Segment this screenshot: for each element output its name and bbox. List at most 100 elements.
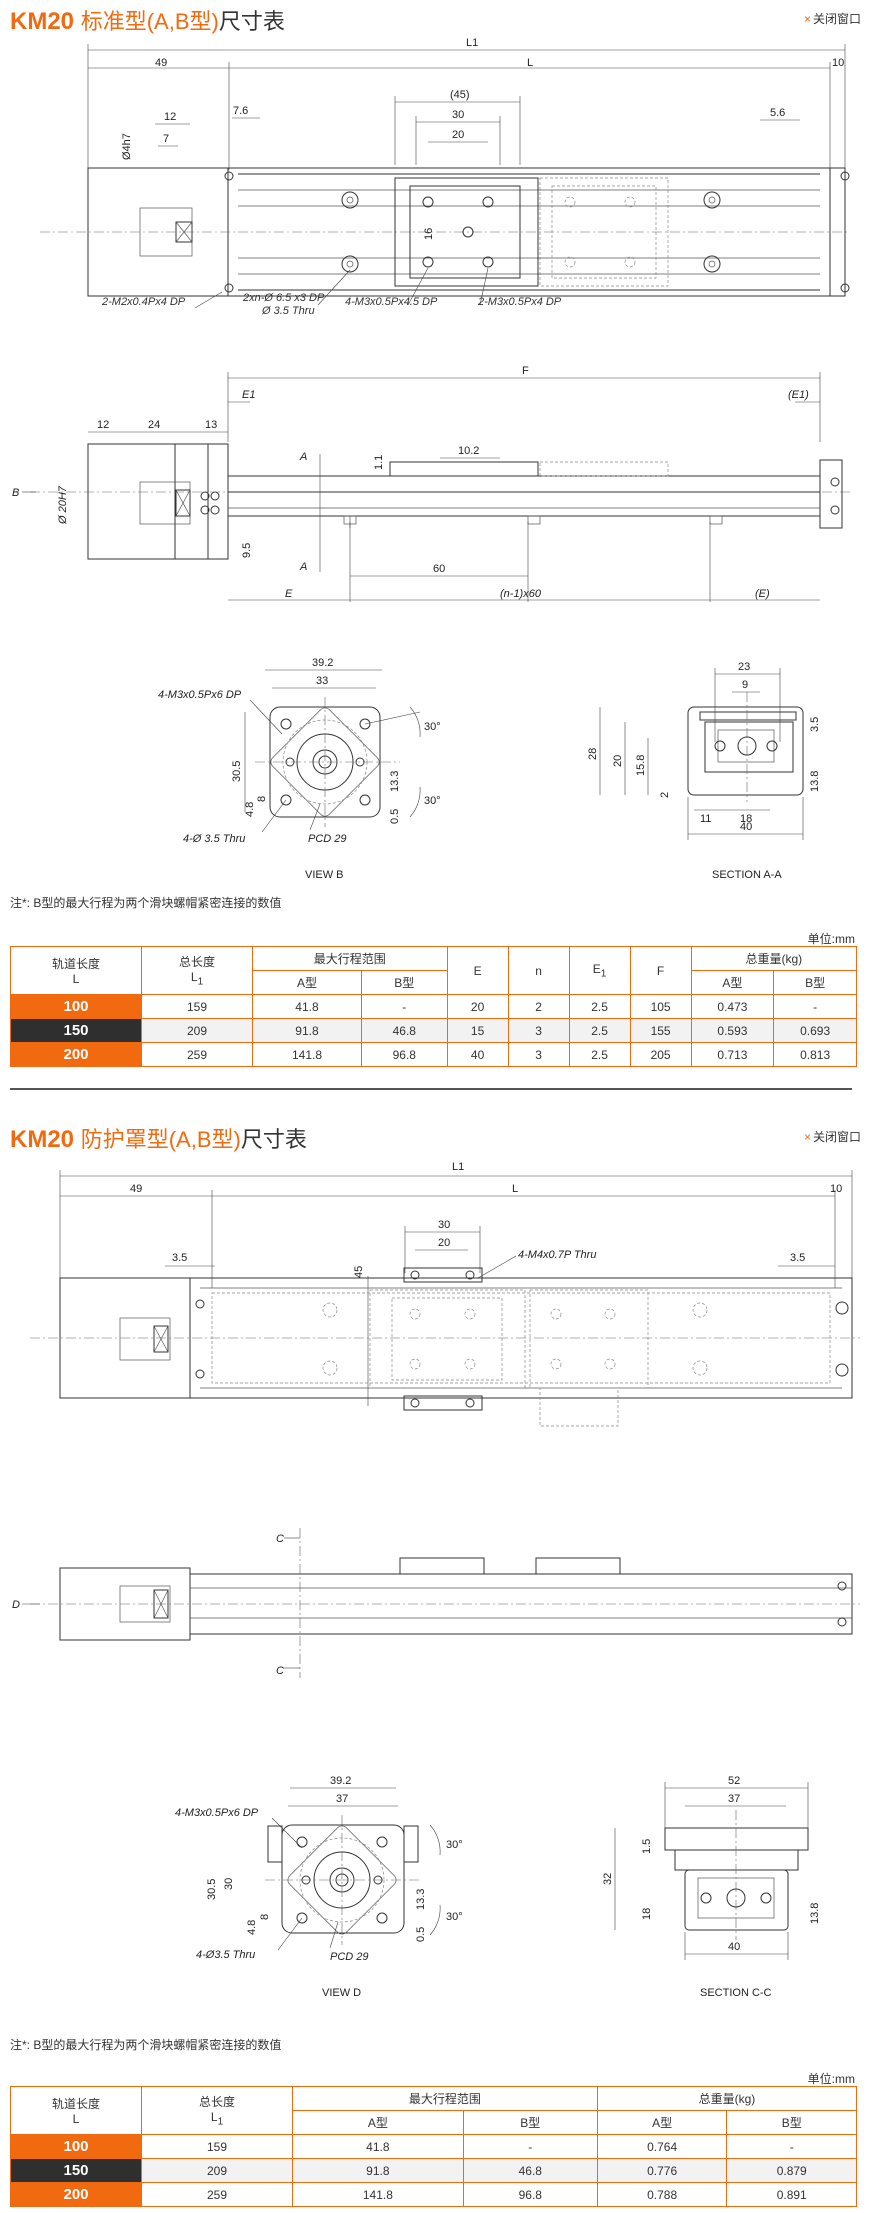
table-cell: 91.8 [252, 1018, 362, 1043]
table-cell: 0.593 [690, 1018, 775, 1043]
th-stroke-b: B型 [360, 970, 448, 995]
table-cell: 总长度 [198, 2095, 235, 2110]
dim-0-5-d: 0.5 [415, 1927, 427, 1942]
dim-18-cc: 18 [641, 1908, 653, 1920]
dim-1-5: 1.5 [641, 1839, 653, 1854]
view-d-drawing: 39.2 37 4-M3x0.5Px6 DP 30.5 30 4.8 8 13.… [175, 1775, 821, 1999]
caption-section-cc: SECTION C-C [700, 1987, 772, 1999]
note-thru: Ø 3.5 Thru [262, 305, 315, 317]
th-stroke-b: B型 [462, 2110, 598, 2135]
dim-30-5: 30.5 [231, 761, 243, 782]
dim-10: 10 [830, 1183, 842, 1195]
cover-side-view-drawing: C C D [12, 1528, 860, 1678]
dim-L: L [527, 57, 533, 69]
note-4m3-b: 4-M3x0.5Px6 DP [158, 689, 242, 701]
table-cell: 209 [141, 1018, 253, 1043]
dim-E1: E1 [242, 389, 255, 401]
dim-39-2-d: 39.2 [330, 1775, 351, 1787]
dim-D: D [12, 1599, 20, 1611]
table-row: 150 209 91.8 46.8 15 3 2.5 155 0.593 0.6… [10, 1018, 857, 1043]
dim-9: 9 [742, 679, 748, 691]
dim-23: 23 [738, 661, 750, 673]
note-2xn: 2xn-Ø 6.5 x3 DP [243, 292, 325, 304]
dim-n60: (n-1)x60 [500, 588, 542, 600]
table-cell: 41.8 [252, 994, 362, 1019]
dim-30deg-b-d: 30° [446, 1911, 463, 1923]
dim-20-aa: 20 [612, 755, 624, 767]
dim-33: 33 [316, 675, 328, 687]
table-cell: 259 [141, 2182, 293, 2207]
dim-15-8: 15.8 [635, 755, 647, 776]
footnote: 注*: B型的最大行程为两个滑块螺帽紧密连接的数值 [10, 2038, 282, 2052]
section-divider [10, 1088, 852, 1090]
table-cell: 总长度 [178, 955, 215, 970]
table-cell: 2.5 [568, 1018, 631, 1043]
dim-30-5-d: 30.5 [206, 1879, 218, 1900]
table-row: 200 259 141.8 96.8 0.788 0.891 [10, 2182, 857, 2207]
note-pcd-d: PCD 29 [330, 1951, 369, 1963]
dim-40-cc: 40 [728, 1941, 740, 1953]
table-cell: 100 [10, 2134, 142, 2159]
th-weight-b: B型 [773, 970, 857, 995]
th-e1: E1 [568, 946, 631, 995]
section-cover: KM20 防护罩型(A,B型)尺寸表 ×关闭窗口 L1 49 L 10 30 2… [0, 1118, 871, 2213]
dim-5-6: 5.6 [770, 107, 785, 119]
table-cell: 关闭窗口 [812, 12, 861, 26]
table-cell: 141.8 [292, 2182, 464, 2207]
table-cell: 205 [629, 1042, 692, 1067]
th-weight-a: A型 [596, 2110, 728, 2135]
table-row: 100 159 41.8 - 20 2 2.5 105 0.473 - [10, 994, 857, 1019]
dim-45: 45 [353, 1266, 365, 1278]
dim-24: 24 [148, 419, 160, 431]
dim-30deg-a-d: 30° [446, 1839, 463, 1851]
table-cell: E [592, 961, 601, 976]
table-row: 100 159 41.8 - 0.764 - [10, 2134, 857, 2159]
table-cell: 0.813 [773, 1042, 857, 1067]
table-cell: - [462, 2134, 598, 2159]
section-title: KM20 防护罩型(A,B型)尺寸表 [10, 1122, 307, 1154]
dim-18: 18 [740, 813, 752, 825]
dim-2: 2 [659, 792, 671, 798]
view-b-drawing: 39.2 33 4-M3x0.5Px6 DP 30.5 4.8 8 13.3 0… [158, 657, 821, 881]
table-cell: 0.764 [596, 2134, 728, 2159]
table-cell: 200 [10, 2182, 142, 2207]
th-e: E [446, 946, 509, 995]
table-cell: 20 [446, 994, 509, 1019]
th-f: F [629, 946, 692, 995]
table-cell: 100 [10, 994, 142, 1019]
dim-13-3: 13.3 [389, 771, 401, 792]
dim-37-cc: 37 [728, 1793, 740, 1805]
unit-label: 单位:mm [807, 932, 855, 946]
table-cell: 2.5 [568, 994, 631, 1019]
dim-E: E [285, 588, 293, 600]
close-window-link[interactable]: ×关闭窗口 [804, 10, 861, 27]
th-weight: 总重量(kg) [596, 2086, 858, 2111]
dim-12: 12 [164, 111, 176, 123]
dim-L: L [512, 1183, 518, 1195]
dim-L1: L1 [452, 1161, 464, 1173]
dim-49: 49 [130, 1183, 142, 1195]
dim-20: 20 [452, 129, 464, 141]
dim-40-aa: 40 [740, 821, 752, 833]
th-stroke-a: A型 [252, 970, 362, 995]
unit-label: 单位:mm [807, 2072, 855, 2086]
caption-view-b: VIEW B [305, 869, 344, 881]
dim-49: 49 [155, 57, 167, 69]
note-4m3: 4-M3x0.5Px4.5 DP [345, 296, 438, 308]
close-window-link[interactable]: ×关闭窗口 [804, 1128, 861, 1145]
note-2m3: 2-M3x0.5Px4 DP [478, 296, 562, 308]
note-4phi-d: 4-Ø3.5 Thru [196, 1949, 255, 1961]
note-4phi: 4-Ø 3.5 Thru [183, 833, 245, 845]
th-weight: 总重量(kg) [690, 946, 858, 971]
close-icon: × [803, 12, 811, 26]
table-cell: 0.788 [596, 2182, 728, 2207]
table-cell: 标准型(A,B型) [80, 9, 219, 34]
table-cell: 46.8 [360, 1018, 448, 1043]
table-cell: 0.713 [690, 1042, 775, 1067]
table-cell: L [210, 2110, 218, 2125]
table-cell: 0.473 [690, 994, 775, 1019]
